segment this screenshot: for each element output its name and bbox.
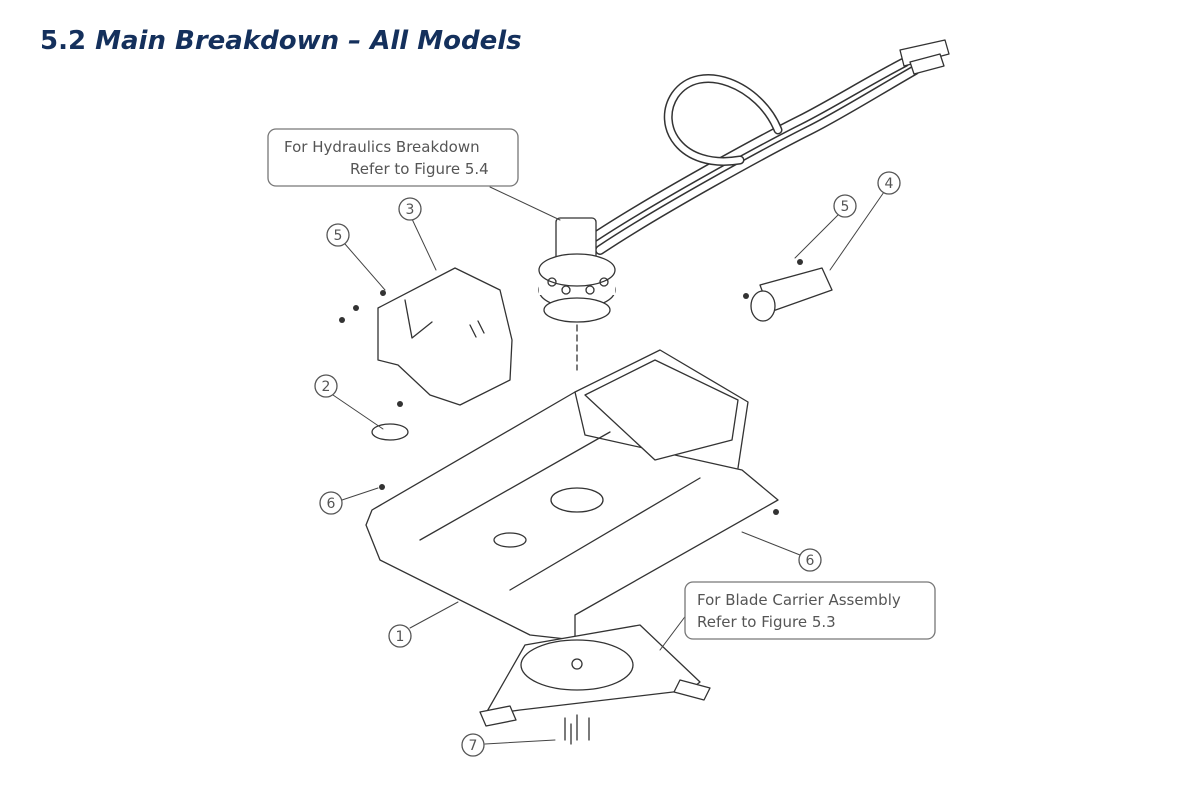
callout-hydraulics-line2: Refer to Figure 5.4 (350, 160, 489, 178)
hydraulic-hoses (585, 39, 950, 255)
blade-carrier-callout: For Blade Carrier Assembly Refer to Figu… (684, 581, 936, 640)
part-balloon-2: 2 (314, 374, 338, 398)
part-label-7: 7 (469, 738, 478, 754)
bolts (339, 259, 803, 515)
hydraulic-motor (538, 217, 616, 371)
page-title: 5.2 Main Breakdown – All Models (40, 26, 522, 56)
part-balloon-1: 1 (388, 624, 412, 648)
part-label-5-left: 5 (334, 228, 343, 244)
section-title: Main Breakdown – All Models (95, 26, 522, 56)
part-balloon-6-right: 6 (798, 548, 822, 572)
blade-bolts (564, 714, 590, 745)
part-balloon-6-left: 6 (319, 491, 343, 515)
part-balloon-5-left: 5 (326, 223, 350, 247)
callout-blade-line2: Refer to Figure 5.3 (697, 613, 836, 631)
hydraulics-callout: For Hydraulics Breakdown Refer to Figure… (267, 128, 519, 187)
part-label-6-right: 6 (806, 553, 815, 569)
part-balloon-4: 4 (877, 171, 901, 195)
callout-blade-line1: For Blade Carrier Assembly (697, 591, 901, 609)
part-label-1: 1 (396, 629, 405, 645)
blade-carrier (479, 624, 711, 727)
section-number: 5.2 (40, 26, 87, 56)
part-label-6-left: 6 (327, 496, 336, 512)
motor-shield (377, 267, 513, 406)
part-balloon-5-right: 5 (833, 194, 857, 218)
mower-deck (365, 349, 779, 641)
part-balloon-7: 7 (461, 733, 485, 757)
part-label-3: 3 (406, 202, 415, 218)
part-balloon-3: 3 (398, 197, 422, 221)
part-label-4: 4 (885, 176, 894, 192)
cover-plate (371, 423, 409, 441)
part-label-2: 2 (322, 379, 331, 395)
hydraulic-filter (750, 267, 833, 322)
part-label-5-right: 5 (841, 199, 850, 215)
callout-hydraulics-line1: For Hydraulics Breakdown (284, 138, 480, 156)
